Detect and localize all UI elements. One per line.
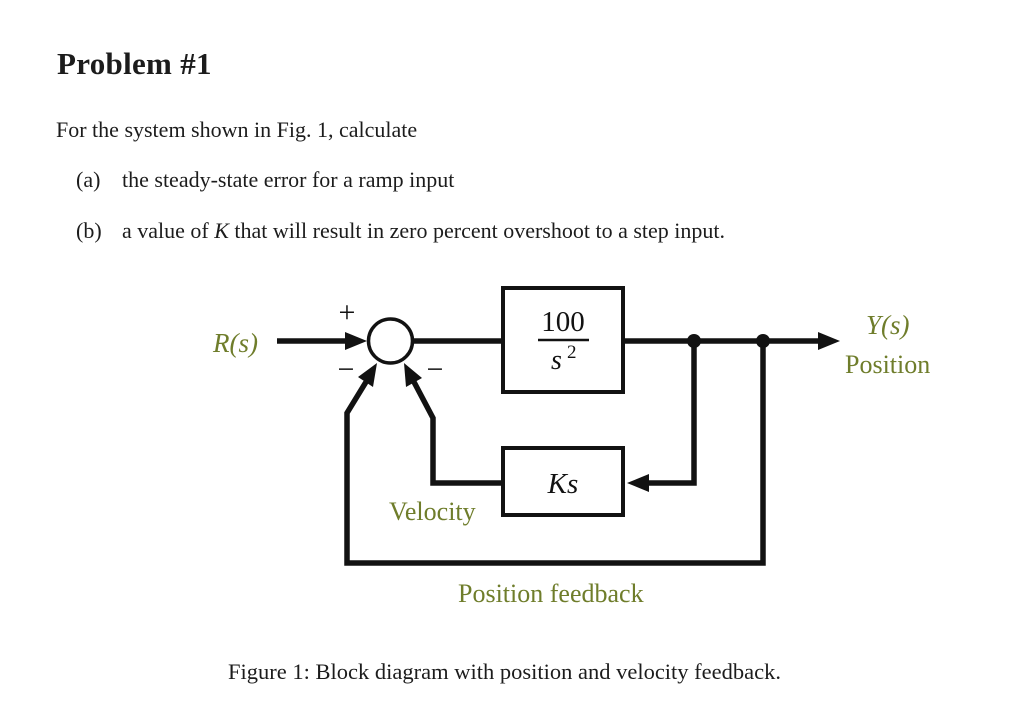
velocity-block-gain: Ks	[547, 468, 579, 500]
velocity-block	[501, 446, 625, 517]
list-item-b-text: a value of K that will result in zero pe…	[122, 218, 726, 243]
input-signal-label: R(s)	[212, 328, 258, 358]
position-feedback-annotation: Position feedback	[458, 579, 644, 608]
velocity-return-arrowhead-icon	[404, 363, 422, 387]
position-feedback-arrowhead-icon	[358, 363, 377, 387]
forward-block-denominator: s	[551, 345, 562, 376]
velocity-feedback-arrowhead-icon	[627, 474, 649, 492]
figure-caption: Figure 1: Block diagram with position an…	[228, 659, 781, 684]
list-item-a-label: (a)	[76, 167, 101, 192]
velocity-return-wire	[411, 380, 503, 486]
summing-minus-left-sign: −	[338, 353, 355, 386]
list-item-a: (a) the steady-state error for a ramp in…	[76, 167, 454, 193]
list-item-a-text: the steady-state error for a ramp input	[122, 167, 455, 192]
summing-minus-right-sign: −	[427, 353, 444, 386]
forward-block-denominator-exponent: 2	[567, 342, 577, 363]
output-signal-label: Y(s)	[866, 310, 910, 340]
list-item-b-label: (b)	[76, 218, 102, 243]
output-signal-sublabel: Position	[845, 350, 930, 379]
summing-plus-sign: +	[339, 296, 356, 329]
velocity-annotation: Velocity	[389, 497, 476, 526]
list-item-b: (b) a value of K that will result in zer…	[76, 218, 725, 244]
input-arrowhead-icon	[345, 332, 367, 350]
output-arrowhead-icon	[818, 332, 840, 350]
position-takeoff-dot	[756, 334, 770, 348]
summing-junction	[366, 317, 415, 365]
position-feedback-wire	[344, 341, 766, 566]
forward-block-numerator: 100	[541, 306, 585, 338]
velocity-feedback-wire	[649, 341, 697, 486]
problem-title: Problem #1	[57, 46, 212, 81]
intro-text: For the system shown in Fig. 1, calculat…	[56, 117, 418, 142]
